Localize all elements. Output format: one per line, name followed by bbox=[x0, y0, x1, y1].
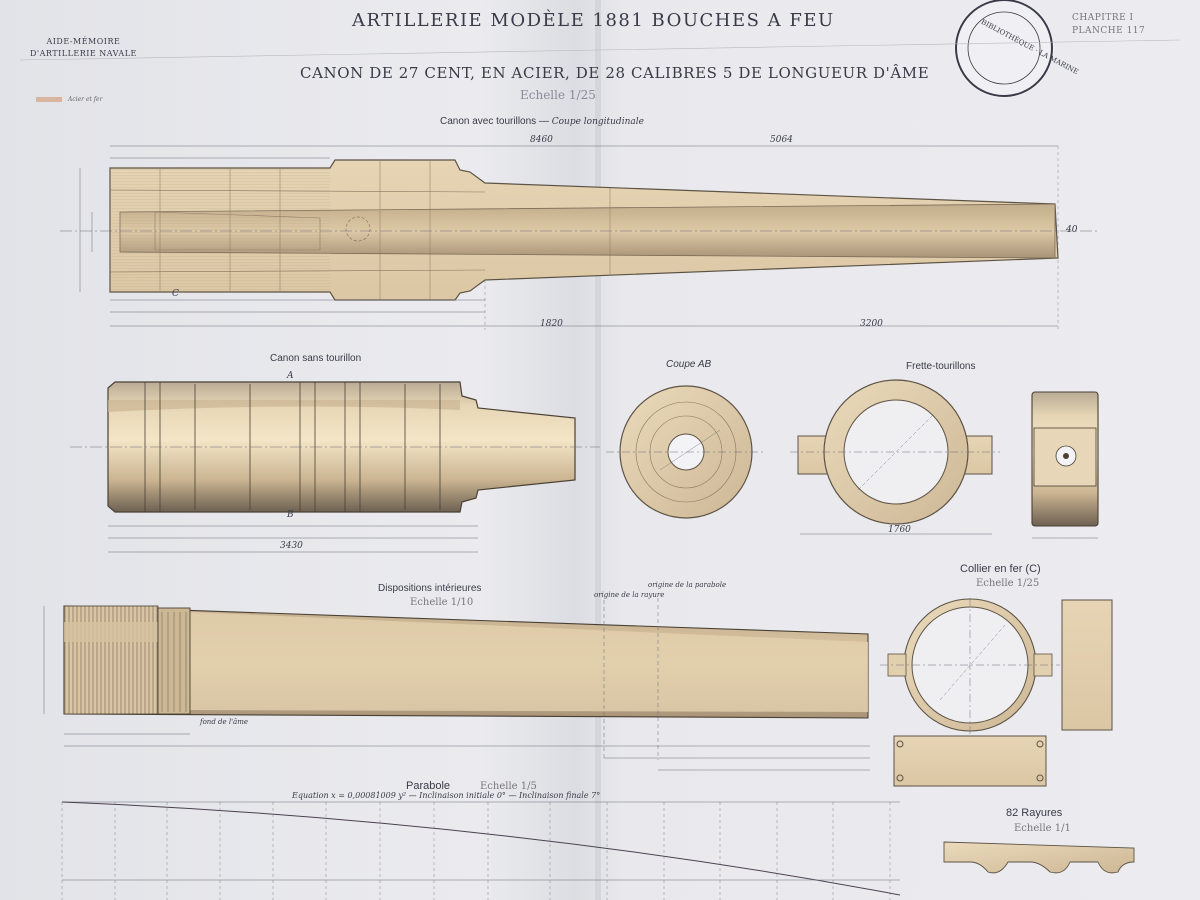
trunnion-gun-mid-dim: 1820 bbox=[540, 319, 563, 329]
rifling-scale: Echelle 1/1 bbox=[1014, 823, 1071, 834]
interior-note-parabola: origine de la parabole bbox=[648, 581, 727, 589]
iron-collar-scale: Echelle 1/25 bbox=[976, 578, 1040, 589]
header-left-line2: D'ARTILLERIE NAVALE bbox=[30, 49, 137, 58]
trunnion-gun-drawing bbox=[60, 145, 1100, 330]
trunnion-gun-end-dim: 3200 bbox=[860, 319, 883, 329]
section-ab-title: Coupe AB bbox=[666, 359, 712, 370]
parabola-title: Parabole bbox=[406, 780, 451, 792]
chapter-label: CHAPITRE I bbox=[1072, 13, 1134, 23]
interior-scale: Echelle 1/10 bbox=[410, 597, 474, 608]
legend-label: Acier et fer bbox=[68, 96, 103, 103]
trunnion-gun-chase-dim: 5064 bbox=[770, 135, 793, 145]
trunnion-gun-title-text: Canon avec tourillons bbox=[440, 116, 537, 127]
trunnion-gun-label-c: C bbox=[172, 289, 179, 299]
legend: Acier et fer bbox=[36, 97, 102, 103]
iron-collar-title: Collier en fer (C) bbox=[960, 563, 1041, 575]
parabola-scale: Echelle 1/5 bbox=[480, 781, 537, 792]
trunnion-gun-muzzle-dim: 40 bbox=[1066, 225, 1078, 235]
rifling-title: 82 Rayures bbox=[1006, 807, 1063, 819]
iron-collar-drawing bbox=[880, 598, 1113, 787]
gun-no-trunnion-label-a: A bbox=[287, 371, 294, 381]
gun-no-trunnion-title: Canon sans tourillon bbox=[270, 353, 362, 364]
section-ab-drawing bbox=[606, 385, 766, 519]
parabola-equation: Equation x = 0,00081009 y² — Inclinaison… bbox=[292, 791, 601, 800]
plate-label: PLANCHE 117 bbox=[1072, 26, 1146, 36]
interior-drawing bbox=[43, 598, 870, 771]
legend-swatch bbox=[36, 97, 62, 102]
interior-note-rifling: origine de la rayure bbox=[594, 591, 665, 599]
interior-note-bottom: fond de l'âme bbox=[200, 718, 248, 726]
trunnion-gun-subtitle: Coupe longitudinale bbox=[551, 117, 644, 127]
trunnion-ring-dim: 1760 bbox=[888, 525, 911, 535]
library-stamp bbox=[954, 0, 1054, 98]
header-right: CHAPITRE I PLANCHE 117 bbox=[1072, 14, 1145, 40]
header-left-line1: AIDE-MÉMOIRE bbox=[46, 37, 121, 46]
trunnion-ring-drawing bbox=[790, 379, 1099, 539]
gun-no-trunnion-label-b: B bbox=[287, 510, 294, 520]
trunnion-gun-title: Canon avec tourillons — Coupe longitudin… bbox=[440, 116, 644, 127]
page-title: ARTILLERIE MODÈLE 1881 BOUCHES A FEU bbox=[352, 10, 835, 31]
trunnion-gun-overall-dim: 8460 bbox=[530, 135, 553, 145]
interior-title: Dispositions intérieures bbox=[378, 583, 482, 594]
rifling-drawing bbox=[943, 841, 1135, 874]
trunnion-ring-title: Frette-tourillons bbox=[906, 361, 976, 372]
page-subtitle: CANON DE 27 CENT, EN ACIER, DE 28 CALIBR… bbox=[300, 64, 930, 82]
parabola-drawing bbox=[61, 801, 901, 900]
gun-no-trunnion-total-dim: 3430 bbox=[280, 541, 303, 551]
main-scale: Echelle 1/25 bbox=[520, 88, 596, 102]
header-left: AIDE-MÉMOIRE D'ARTILLERIE NAVALE bbox=[30, 38, 137, 62]
gun-no-trunnion-drawing bbox=[70, 381, 600, 553]
